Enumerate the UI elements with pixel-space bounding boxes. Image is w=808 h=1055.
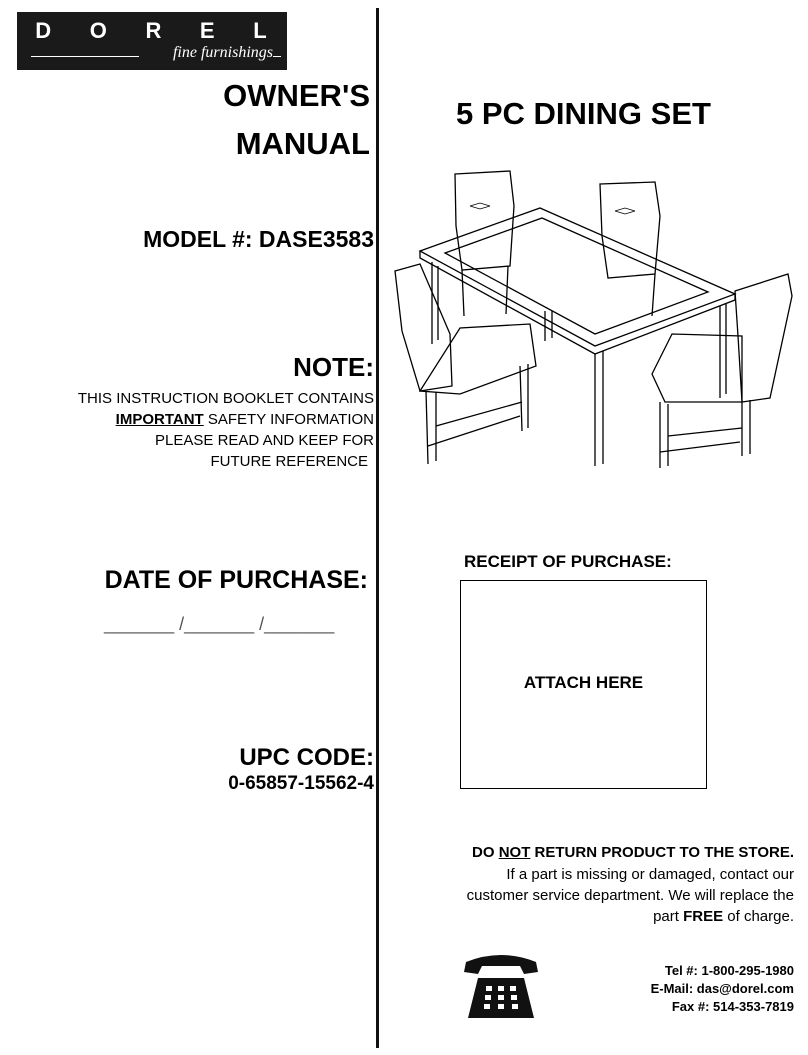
missing-line: If a part is missing or damaged, contact… [506,866,794,883]
contact-tel: Tel #: 1-800-295-1980 [664,963,794,978]
note-line: FUTURE REFERENCE [210,453,368,470]
upc-heading: UPC CODE: [239,744,374,771]
missing-part-text: If a part is missing or damaged, contact… [394,864,794,927]
owners-manual-line: MANUAL [235,126,370,161]
logo-letter: D [35,18,54,43]
date-blank: _______ /_______ /_______ [104,614,335,634]
owners-manual-heading: OWNER'S MANUAL [70,74,370,166]
dorel-logo: D O R E L fine furnishings [17,12,287,70]
logo-subtitle: fine furnishings [172,44,273,61]
dining-set-illustration [394,170,793,468]
note-line: PLEASE READ AND KEEP FOR [155,432,374,449]
telephone-icon [464,955,538,1018]
logo-letter: E [199,18,217,43]
logo-letter: R [145,18,164,43]
owners-manual-line: OWNER'S [223,78,370,113]
do-not-return-notice: DO NOT RETURN PRODUCT TO THE STORE. [472,844,794,861]
attach-here-label: ATTACH HERE [523,673,644,692]
contact-email: E-Mail: das@dorel.com [650,981,794,996]
date-of-purchase-heading: DATE OF PURCHASE: [104,566,368,594]
contact-fax: Fax #: 514-353-7819 [671,999,794,1014]
note-line: IMPORTANT SAFETY INFORMATION [115,411,374,428]
vertical-divider [376,8,379,1048]
note-line: THIS INSTRUCTION BOOKLET CONTAINS [77,390,374,407]
receipt-attach-box: ATTACH HERE [460,580,707,789]
logo-letter: O [89,18,109,43]
missing-line: part FREE of charge. [653,908,794,925]
missing-line: customer service department. We will rep… [466,887,794,904]
logo-letter: L [253,18,269,43]
product-title: 5 PC DINING SET [456,96,711,131]
note-text: THIS INSTRUCTION BOOKLET CONTAINS IMPORT… [14,388,374,472]
note-heading: NOTE: [293,352,374,382]
model-number: MODEL #: DASE3583 [143,226,374,252]
receipt-heading: RECEIPT OF PURCHASE: [464,552,672,571]
upc-value: 0-65857-15562-4 [228,773,374,794]
contact-info: Tel #: 1-800-295-1980 E-Mail: das@dorel.… [574,962,794,1016]
